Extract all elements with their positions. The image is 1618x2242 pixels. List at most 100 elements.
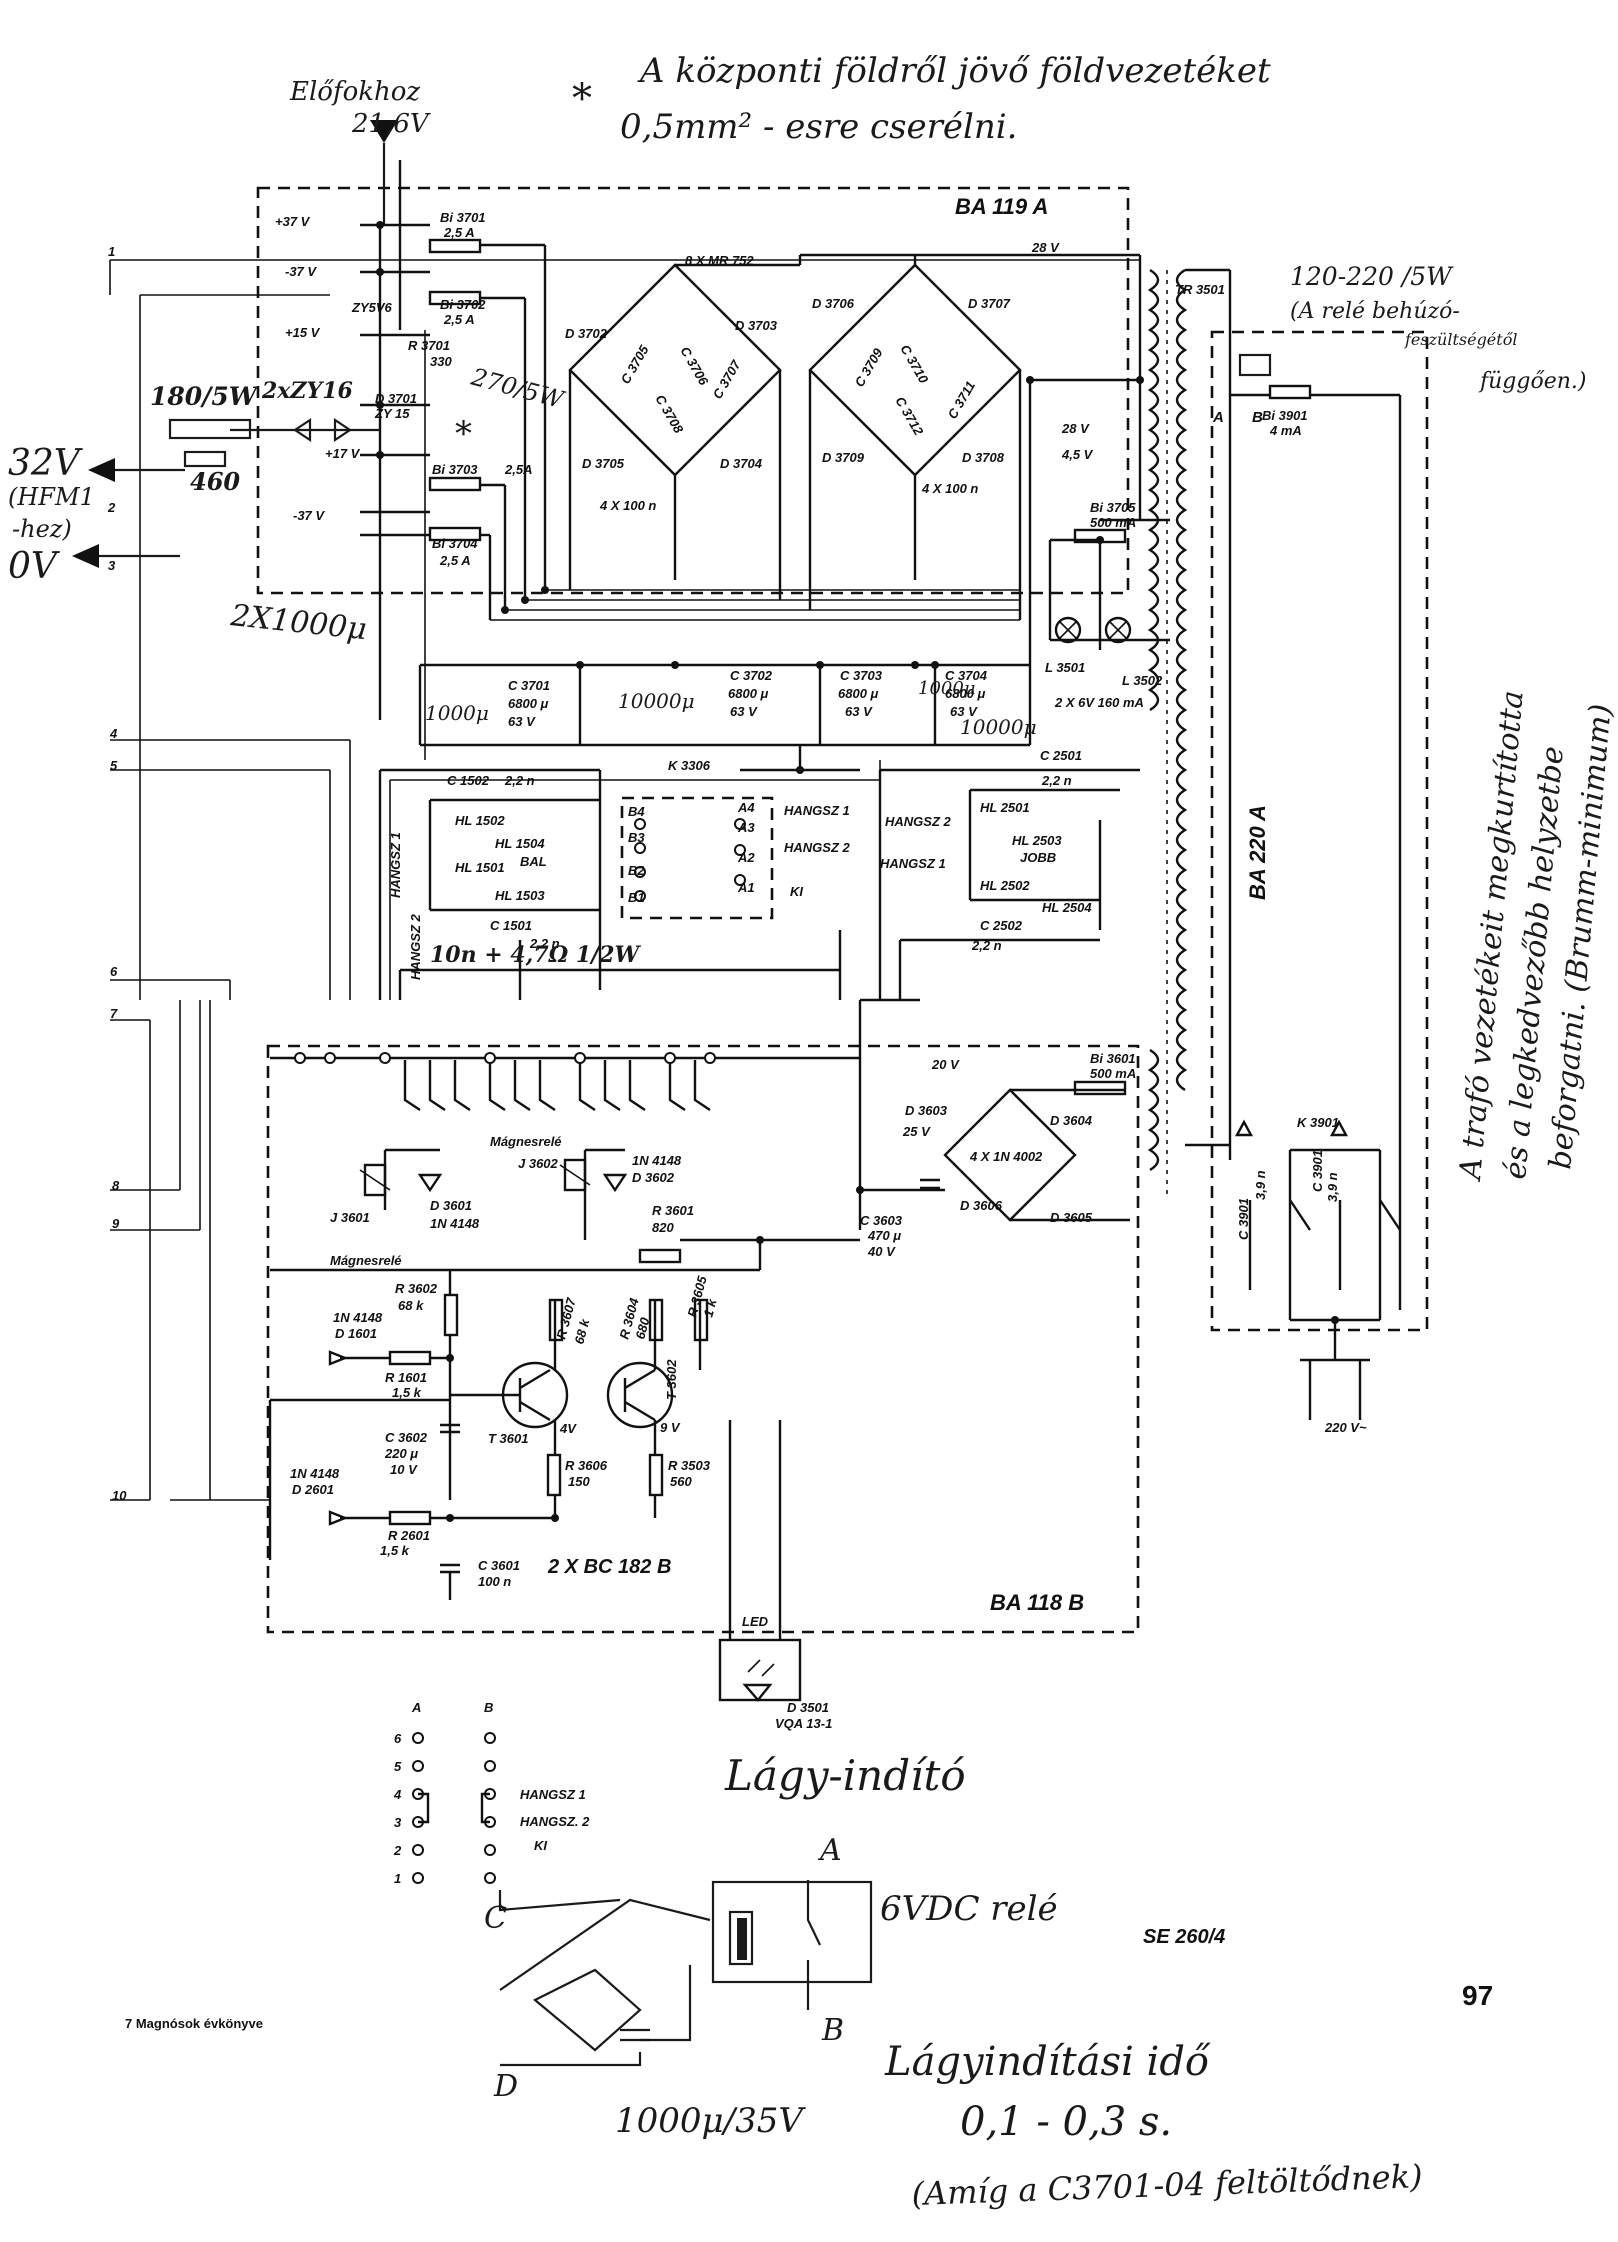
label-c3901b-value: 3,9 n bbox=[1325, 1172, 1340, 1202]
led-d3501 bbox=[718, 1638, 802, 1702]
switch-position-table bbox=[412, 1732, 496, 1884]
label-l3502: L 3502 bbox=[1122, 673, 1163, 688]
terminal-3: 3 bbox=[108, 558, 116, 573]
fuse-bi3704: Bi 3704 bbox=[432, 536, 478, 551]
label-sw-a3: A3 bbox=[737, 820, 755, 835]
supply-28v-b: 28 V bbox=[1061, 421, 1090, 436]
label-sw-b4: B4 bbox=[628, 804, 645, 819]
label-c3601-value: 100 n bbox=[478, 1574, 511, 1589]
hand-soft-time-2: 0,1 - 0,3 s. bbox=[960, 2099, 1172, 2145]
module-ba220a-label: BA 220 A bbox=[1245, 805, 1270, 900]
supply-9v: 9 V bbox=[660, 1420, 681, 1435]
label-d3709: D 3709 bbox=[822, 450, 865, 465]
label-c2502: C 2502 bbox=[980, 918, 1023, 933]
handwritten-marks bbox=[72, 120, 398, 568]
label-r3602-value: 68 k bbox=[398, 1298, 424, 1313]
label-c3702: C 3702 bbox=[730, 668, 773, 683]
module-ba220a-box bbox=[1210, 330, 1429, 1332]
label-t3601: T 3601 bbox=[488, 1431, 528, 1446]
label-c1501-value: 2,2 n bbox=[529, 936, 560, 951]
label-c3710: C 3710 bbox=[897, 342, 931, 386]
label-r3606: R 3606 bbox=[565, 1458, 608, 1473]
label-relay-a: A bbox=[1212, 409, 1224, 426]
label-hangsz1-vertical: HANGSZ 1 bbox=[388, 832, 403, 898]
label-d3501-value: VQA 13-1 bbox=[775, 1716, 832, 1731]
hand-node-a: A bbox=[817, 1833, 842, 1868]
hand-soft-cap: 1000μ/35V bbox=[615, 2101, 806, 2141]
terminal-1: 1 bbox=[108, 244, 115, 259]
label-r3607-value: 68 k bbox=[571, 1317, 592, 1346]
hand-star-1: * bbox=[572, 76, 592, 122]
label-c3706: C 3706 bbox=[677, 344, 711, 388]
junction-dots bbox=[376, 221, 1339, 1522]
hand-node-d: D bbox=[493, 2069, 518, 2104]
supply-plus15: +15 V bbox=[285, 325, 321, 340]
label-zy5v6: ZY5V6 bbox=[351, 300, 393, 315]
label-c3901: C 3901 bbox=[1236, 1198, 1251, 1240]
label-hl2502: HL 2502 bbox=[980, 878, 1030, 893]
hand-star-2: * bbox=[455, 414, 472, 454]
label-r3605-value: 1 k bbox=[700, 1297, 719, 1319]
footer-page: 97 bbox=[1462, 1980, 1493, 2011]
label-d3707: D 3707 bbox=[968, 296, 1011, 311]
fuse-bi3703-value: 2,5A bbox=[504, 462, 532, 477]
label-d3706: D 3706 bbox=[812, 296, 855, 311]
module-ba119a-label: BA 119 A bbox=[955, 194, 1048, 219]
label-c3705: C 3705 bbox=[618, 342, 652, 386]
open-terminals bbox=[294, 818, 746, 1064]
label-c3602-voltage: 10 V bbox=[390, 1462, 418, 1477]
hand-c1000c: 1000μ bbox=[918, 678, 976, 699]
hand-note1-a: A központi földről jövő földvezetéket bbox=[637, 51, 1271, 91]
hand-r180: 180/5W bbox=[150, 382, 260, 411]
hand-soft-time-3: (Amíg a C3701-04 feltöltődnek) bbox=[911, 2157, 1423, 2213]
label-r1601-value: 1,5 k bbox=[392, 1385, 422, 1400]
label-bridges: 8 X MR 752 bbox=[685, 253, 754, 268]
ba220a-internals bbox=[1228, 270, 1402, 1420]
label-r3701: R 3701 bbox=[408, 338, 450, 353]
supply-4-5v: 4,5 V bbox=[1061, 447, 1094, 462]
table-hangsz1: HANGSZ 1 bbox=[520, 1787, 586, 1802]
label-hl2503: HL 2503 bbox=[1012, 833, 1062, 848]
hand-node-b: B bbox=[821, 2013, 844, 2048]
terminal-4: 4 bbox=[109, 726, 118, 741]
table-col-b: B bbox=[484, 1700, 493, 1715]
label-c2501: C 2501 bbox=[1040, 748, 1082, 763]
label-magnesrele2: Mágnesrelé bbox=[490, 1134, 562, 1149]
footer-code: SE 260/4 bbox=[1143, 1926, 1225, 1948]
label-caps-4x100n: 4 X 100 n bbox=[599, 498, 656, 513]
table-row-4: 4 bbox=[393, 1787, 402, 1802]
fuse-bi3705: Bi 3705 bbox=[1090, 500, 1136, 515]
label-jobb: JOBB bbox=[1020, 850, 1056, 865]
label-c3712: C 3712 bbox=[892, 394, 926, 438]
label-c3603: C 3603 bbox=[860, 1213, 903, 1228]
fuse-bi3701-value: 2,5 A bbox=[443, 225, 475, 240]
label-r3701-value: 330 bbox=[430, 354, 452, 369]
label-r3503-value: 560 bbox=[670, 1474, 692, 1489]
fuse-bi3705-value: 500 mA bbox=[1090, 515, 1136, 530]
fuse-bi3601: Bi 3601 bbox=[1090, 1051, 1136, 1066]
relay-contact-bank bbox=[403, 1060, 711, 1111]
hand-soft-time-1: Lágyindítási idő bbox=[884, 2039, 1211, 2085]
label-c3703-voltage: 63 V bbox=[845, 704, 873, 719]
label-r3606-value: 150 bbox=[568, 1474, 590, 1489]
supply-20v: 20 V bbox=[931, 1057, 960, 1072]
label-sw-b3: B3 bbox=[628, 830, 645, 845]
fuse-bi3702: Bi 3702 bbox=[440, 297, 486, 312]
hand-hfm2: -hez) bbox=[12, 515, 72, 543]
label-c3603-value: 470 μ bbox=[867, 1228, 901, 1243]
fuse-bi3703: Bi 3703 bbox=[432, 462, 478, 477]
module-ba118b-label: BA 118 B bbox=[990, 1590, 1084, 1615]
label-bridge2: 4 X 1N 4002 bbox=[969, 1149, 1043, 1164]
label-d2601: D 2601 bbox=[292, 1482, 334, 1497]
hand-r460: 460 bbox=[190, 467, 240, 496]
label-d3701: D 3701 bbox=[375, 391, 417, 406]
soft-start-sketch bbox=[498, 1880, 873, 2067]
relay-coils bbox=[359, 1148, 628, 1240]
hand-note-r3: feszültségétől bbox=[1404, 330, 1517, 349]
label-c2501-value: 2,2 n bbox=[1041, 773, 1072, 788]
table-hangsz2: HANGSZ. 2 bbox=[520, 1814, 590, 1829]
label-c3709: C 3709 bbox=[852, 345, 886, 389]
hand-c1000b: 10000μ bbox=[618, 689, 695, 713]
label-c3901-value: 3,9 n bbox=[1253, 1170, 1268, 1200]
table-row-5: 5 bbox=[394, 1759, 402, 1774]
